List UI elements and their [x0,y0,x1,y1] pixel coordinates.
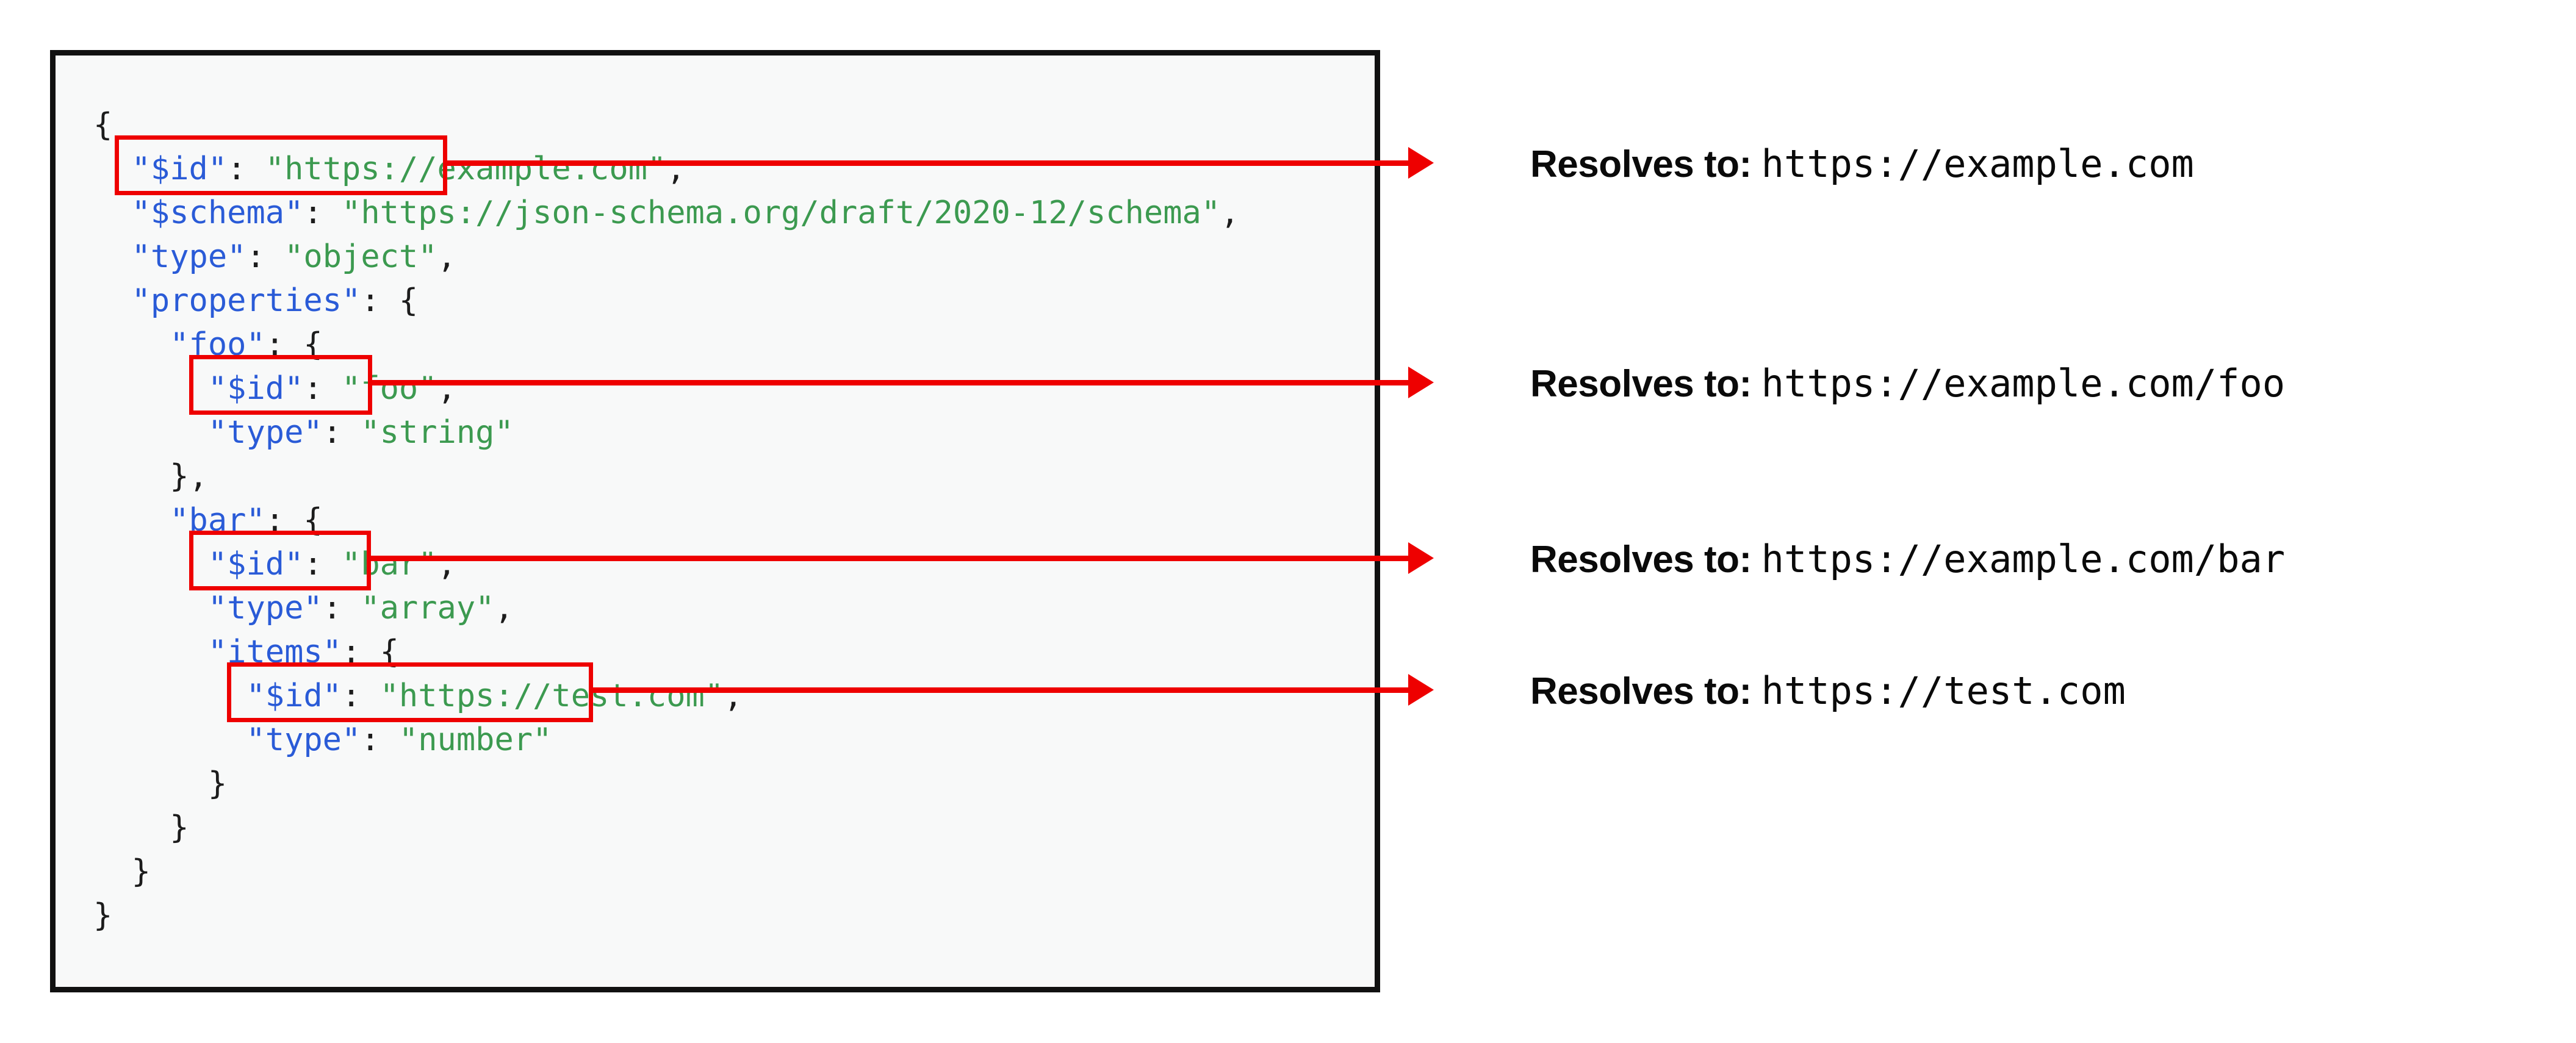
code-token: "type" [207,590,323,626]
code-token: } [207,765,228,802]
resolves-to-label: Resolves to: [1530,143,1752,185]
code-token: , [724,678,743,714]
code-line: } [93,894,1239,937]
arrow-items-id-line [593,687,1408,693]
arrow-bar-id-head [1408,542,1434,574]
code-line: "type": "array", [93,586,1239,630]
code-line: "type": "object", [93,235,1239,279]
code-token: : [303,195,342,231]
resolution-row: Resolves to:https://example.com [1530,142,2194,186]
code-token: : [246,238,285,275]
code-token: : [322,414,361,451]
code-token: "type" [131,238,246,275]
code-line: } [93,850,1239,894]
code-line: } [93,762,1239,806]
code-token: : [361,722,399,758]
resolves-to-label: Resolves to: [1530,363,1752,405]
code-token: , [494,590,514,626]
code-token: "type" [207,414,323,451]
code-token: , [437,546,456,582]
code-token: , [437,370,456,407]
arrow-bar-id-line [371,556,1408,561]
code-line: "type": "number" [93,718,1239,762]
code-token: "bar" [170,502,265,539]
code-line: }, [93,454,1239,498]
code-token: , [1220,195,1240,231]
code-token: "$id" [246,678,342,714]
code-line: "$id": "foo", [93,367,1239,410]
code-token: : { [265,502,323,539]
code-token: : [342,678,380,714]
code-token: } [93,897,113,934]
code-line: "$schema": "https://json-schema.org/draf… [93,191,1240,235]
resolved-url: https://example.com/bar [1761,537,2286,581]
code-line: } [93,806,1239,850]
code-line: "bar": { [93,498,1239,542]
code-token: "foo" [170,326,265,363]
code-token: : [303,546,342,582]
code-token: "https://test.com" [380,678,724,714]
json-code-listing: { "$id": "https://example.com", "$schema… [93,103,1239,937]
code-line: "$id": "https://example.com", [93,147,1239,191]
code-line: "type": "string" [93,410,1239,454]
code-token: }, [170,458,208,495]
code-line: { [93,103,1239,147]
arrow-root-id-head [1408,147,1434,179]
resolution-row: Resolves to:https://example.com/foo [1530,361,2285,406]
code-token: , [437,238,456,275]
code-line: "$id": "https://test.com", [93,674,1239,718]
code-token: : { [342,634,399,670]
arrow-foo-id-head [1408,367,1434,398]
code-token: : { [361,282,419,319]
code-line: "items": { [93,630,1239,674]
code-token: "number" [398,722,552,758]
code-token: "bar" [342,546,437,582]
code-token: "$id" [207,546,304,582]
json-code-panel: { "$id": "https://example.com", "$schema… [50,50,1380,992]
code-line: "$id": "bar", [93,542,1239,586]
resolves-to-label: Resolves to: [1530,539,1752,581]
code-token: "$id" [131,151,228,187]
resolution-row: Resolves to:https://test.com [1530,668,2126,713]
resolved-url: https://example.com [1761,142,2194,186]
code-token: "https://json-schema.org/draft/2020-12/s… [342,195,1221,231]
code-token: "string" [361,414,514,451]
code-token: : [303,370,342,407]
code-line: "properties": { [93,279,1239,323]
code-token: } [131,853,151,890]
arrow-root-id-line [447,160,1408,166]
arrow-items-id-head [1408,674,1434,706]
code-token: "items" [207,634,342,670]
code-token: : [322,590,361,626]
code-token: "properties" [131,282,361,319]
arrow-foo-id-line [372,380,1408,385]
code-token: "$schema" [131,195,304,231]
resolved-url: https://test.com [1761,668,2126,713]
code-token: "foo" [342,370,437,407]
resolved-url: https://example.com/foo [1761,361,2286,406]
code-token: : [227,151,265,187]
code-line: "foo": { [93,323,1239,367]
code-token: { [93,107,113,143]
code-token: "object" [284,238,437,275]
code-token: : { [265,326,323,363]
code-token: "array" [361,590,495,626]
code-token: "$id" [207,370,304,407]
code-token: , [666,151,686,187]
code-token: "https://example.com" [265,151,667,187]
resolves-to-label: Resolves to: [1530,670,1752,712]
resolution-row: Resolves to:https://example.com/bar [1530,537,2285,581]
code-token: } [170,809,189,846]
code-token: "type" [246,722,361,758]
